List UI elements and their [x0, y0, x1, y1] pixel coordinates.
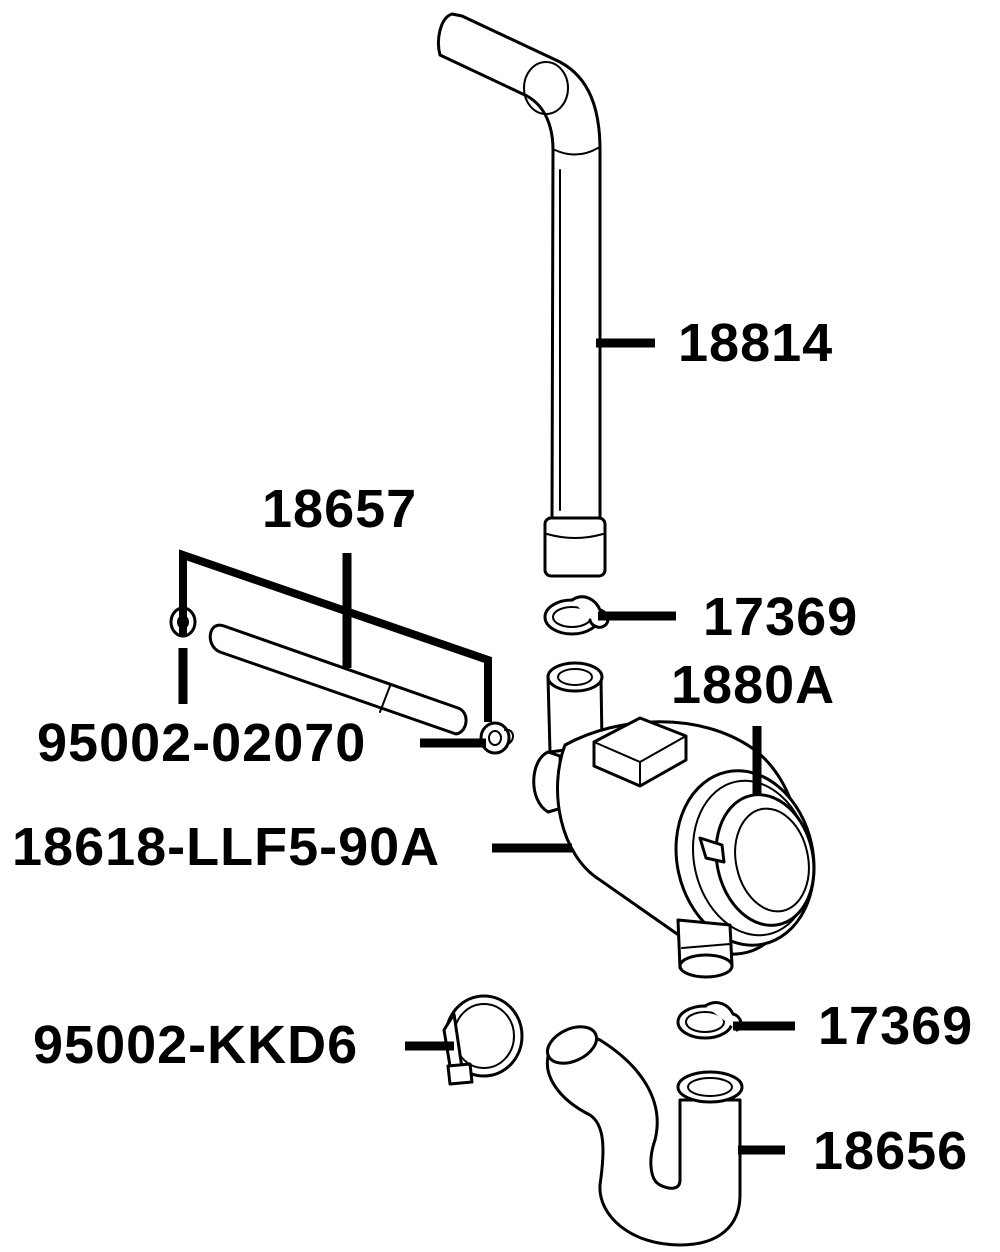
label-18618-LLF5-90A: 18618-LLF5-90A [12, 817, 441, 877]
hose-clamp-95002-KKD6 [442, 994, 524, 1086]
breather-pipe-18814 [437, 12, 607, 578]
clip-17369-lower [676, 1001, 743, 1040]
label-1880A: 1880A [671, 655, 836, 715]
clip-small-right-95002-02070 [479, 721, 514, 755]
bracket-18657 [179, 549, 492, 722]
separator-housing-18618-LLF5-90A [532, 661, 816, 979]
label-18656: 18656 [813, 1121, 969, 1181]
label-18814: 18814 [678, 313, 834, 373]
label-18657: 18657 [262, 479, 418, 539]
label-95002-KKD6: 95002-KKD6 [33, 1015, 359, 1075]
label-95002-02070: 95002-02070 [37, 713, 367, 773]
leader-lines [178, 338, 795, 1155]
label-17369-upper: 17369 [703, 587, 859, 647]
label-17369-lower: 17369 [818, 996, 974, 1056]
clip-small-left [169, 606, 197, 638]
tube-18657 [208, 623, 468, 736]
elbow-hose-18656 [545, 1025, 744, 1247]
